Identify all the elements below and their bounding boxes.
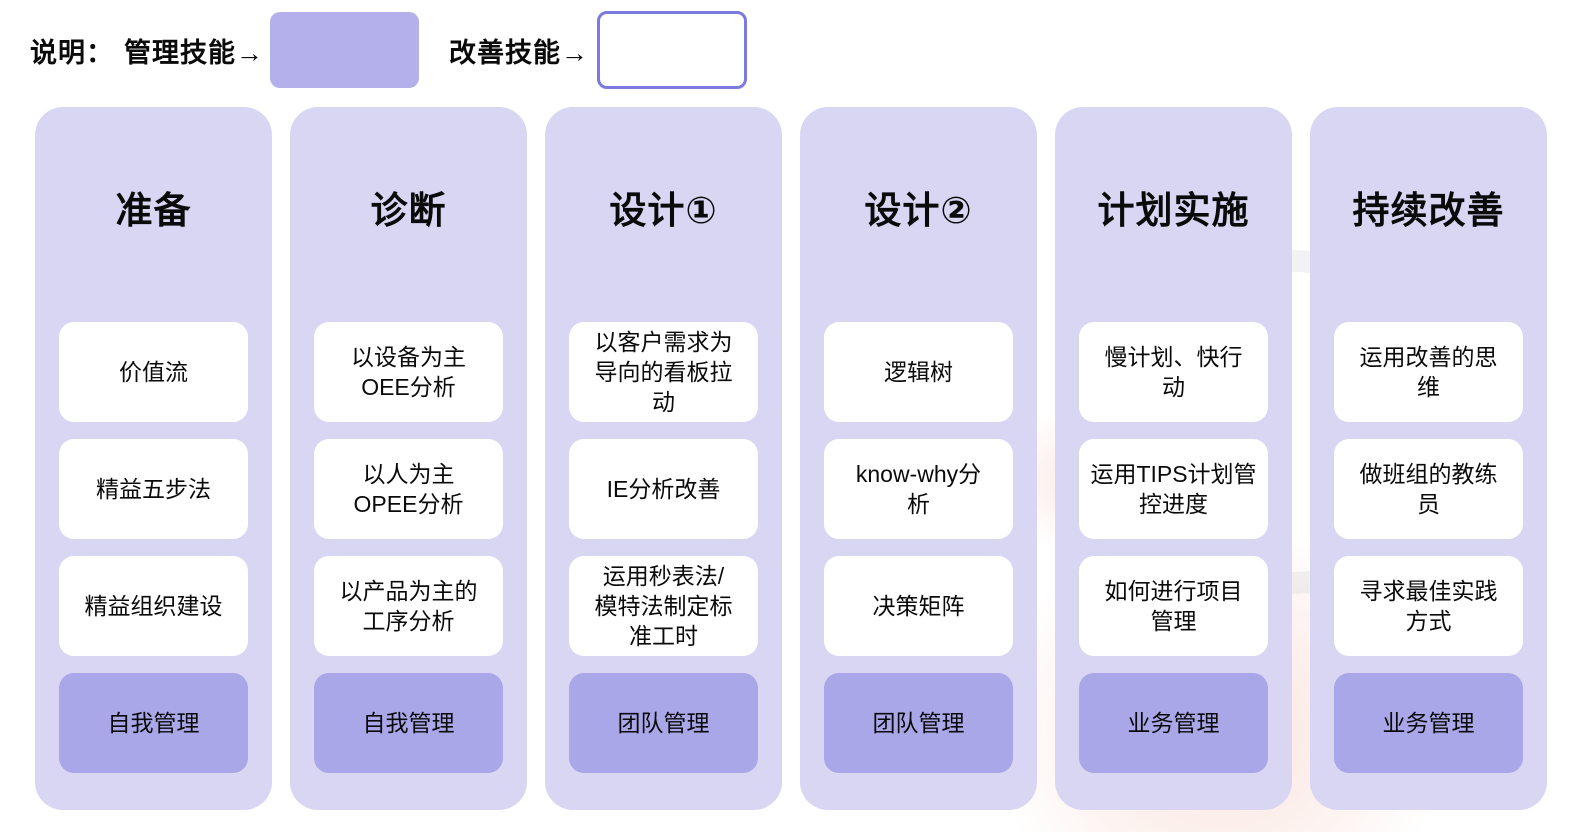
column-preparation: 准备 价值流 精益五步法 精益组织建设 自我管理 <box>35 107 272 810</box>
skill-card: 以设备为主 OEE分析 <box>314 322 503 422</box>
legend-manage-label: 管理技能→ <box>124 37 264 68</box>
skill-card: 运用改善的思 维 <box>1334 322 1523 422</box>
skill-card: 慢计划、快行 动 <box>1079 322 1268 422</box>
card-list: 以设备为主 OEE分析 以人为主 OPEE分析 以产品为主的 工序分析 自我管理 <box>314 322 503 773</box>
card-list: 价值流 精益五步法 精益组织建设 自我管理 <box>59 322 248 773</box>
manage-skill-swatch <box>270 12 419 88</box>
column-title: 计划实施 <box>1097 190 1250 231</box>
column-title: 准备 <box>115 190 192 231</box>
skill-card: 寻求最佳实践 方式 <box>1334 556 1523 656</box>
manage-skill-card: 业务管理 <box>1079 673 1268 773</box>
legend: 说明： 管理技能→ 改善技能→ <box>30 10 747 90</box>
skill-card: 运用TIPS计划管 控进度 <box>1079 439 1268 539</box>
skill-card: 以客户需求为 导向的看板拉 动 <box>569 322 758 422</box>
skill-card: 精益组织建设 <box>59 556 248 656</box>
skill-card: 决策矩阵 <box>824 556 1013 656</box>
skill-card: 逻辑树 <box>824 322 1013 422</box>
skill-card: 价值流 <box>59 322 248 422</box>
card-list: 运用改善的思 维 做班组的教练 员 寻求最佳实践 方式 业务管理 <box>1334 322 1523 773</box>
skill-card: 精益五步法 <box>59 439 248 539</box>
manage-skill-card: 团队管理 <box>824 673 1013 773</box>
card-list: 慢计划、快行 动 运用TIPS计划管 控进度 如何进行项目 管理 业务管理 <box>1079 322 1268 773</box>
column-diagnosis: 诊断 以设备为主 OEE分析 以人为主 OPEE分析 以产品为主的 工序分析 自… <box>290 107 527 810</box>
improve-skill-swatch <box>597 11 747 89</box>
skill-card: know-why分 析 <box>824 439 1013 539</box>
skill-card: 以人为主 OPEE分析 <box>314 439 503 539</box>
skill-card: 做班组的教练 员 <box>1334 439 1523 539</box>
skill-card: 如何进行项目 管理 <box>1079 556 1268 656</box>
manage-skill-card: 团队管理 <box>569 673 758 773</box>
column-design-2: 设计② 逻辑树 know-why分 析 决策矩阵 团队管理 <box>800 107 1037 810</box>
skill-card: 运用秒表法/ 模特法制定标 准工时 <box>569 556 758 656</box>
phase-board: 准备 价值流 精益五步法 精益组织建设 自我管理 诊断 以设备为主 OEE分析 … <box>35 107 1547 810</box>
manage-skill-card: 自我管理 <box>314 673 503 773</box>
skill-card: 以产品为主的 工序分析 <box>314 556 503 656</box>
card-list: 以客户需求为 导向的看板拉 动 IE分析改善 运用秒表法/ 模特法制定标 准工时… <box>569 322 758 773</box>
manage-skill-card: 业务管理 <box>1334 673 1523 773</box>
card-list: 逻辑树 know-why分 析 决策矩阵 团队管理 <box>824 322 1013 773</box>
column-title: 设计① <box>609 190 718 231</box>
legend-improve-label: 改善技能→ <box>449 37 589 68</box>
column-title: 持续改善 <box>1352 190 1505 231</box>
column-design-1: 设计① 以客户需求为 导向的看板拉 动 IE分析改善 运用秒表法/ 模特法制定标… <box>545 107 782 810</box>
skill-card: IE分析改善 <box>569 439 758 539</box>
legend-caption: 说明： <box>30 37 114 68</box>
column-title: 诊断 <box>370 190 447 231</box>
column-plan-implementation: 计划实施 慢计划、快行 动 运用TIPS计划管 控进度 如何进行项目 管理 业务… <box>1055 107 1292 810</box>
column-title: 设计② <box>864 190 973 231</box>
column-continuous-improvement: 持续改善 运用改善的思 维 做班组的教练 员 寻求最佳实践 方式 业务管理 <box>1310 107 1547 810</box>
manage-skill-card: 自我管理 <box>59 673 248 773</box>
